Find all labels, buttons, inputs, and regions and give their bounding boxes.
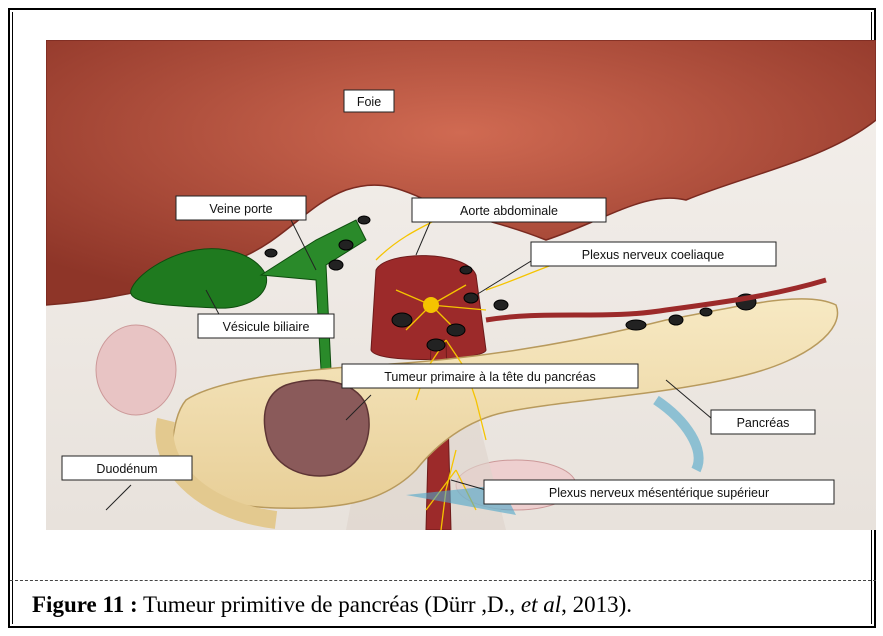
- svg-text:Aorte abdominale: Aorte abdominale: [460, 204, 558, 218]
- lymph-node: [358, 216, 370, 224]
- svg-text:Foie: Foie: [357, 95, 381, 109]
- label-duodenum: Duodénum: [62, 456, 192, 480]
- caption-text-end: , 2013).: [561, 592, 632, 617]
- tumor-shape: [264, 380, 369, 476]
- lymph-node: [700, 308, 712, 316]
- kidney-left-shape: [96, 325, 176, 415]
- lymph-node: [669, 315, 683, 325]
- lymph-node: [265, 249, 277, 257]
- label-aorte-abdominale: Aorte abdominale: [412, 198, 606, 222]
- caption-divider: [10, 580, 876, 581]
- label-foie: Foie: [344, 90, 394, 112]
- svg-text:Plexus nerveux coeliaque: Plexus nerveux coeliaque: [582, 248, 724, 262]
- label-plexus-coeliaque: Plexus nerveux coeliaque: [531, 242, 776, 266]
- svg-text:Plexus nerveux mésentérique su: Plexus nerveux mésentérique supérieur: [549, 486, 769, 500]
- caption-text: Tumeur primitive de pancréas (Dürr ,D.,: [138, 592, 521, 617]
- label-veine-porte: Veine porte: [176, 196, 306, 220]
- lymph-node: [427, 339, 445, 351]
- label-plexus-mesenterique: Plexus nerveux mésentérique supérieur: [484, 480, 834, 504]
- lymph-node: [329, 260, 343, 270]
- label-vesicule-biliaire: Vésicule biliaire: [198, 314, 334, 338]
- caption-prefix: Figure 11 :: [32, 592, 138, 617]
- figure-caption: Figure 11 : Tumeur primitive de pancréas…: [32, 592, 872, 618]
- svg-text:Vésicule biliaire: Vésicule biliaire: [223, 320, 310, 334]
- anatomy-illustration: Foie Veine porte Aorte abdominale Plexus…: [46, 40, 876, 530]
- svg-text:Veine porte: Veine porte: [209, 202, 272, 216]
- label-tumeur: Tumeur primaire à la tête du pancréas: [342, 364, 638, 388]
- lymph-node: [339, 240, 353, 250]
- caption-italic: et al: [521, 592, 561, 617]
- svg-text:Pancréas: Pancréas: [737, 416, 790, 430]
- lymph-node: [626, 320, 646, 330]
- lymph-node: [460, 266, 472, 274]
- label-pancreas: Pancréas: [711, 410, 815, 434]
- lymph-node: [392, 313, 412, 327]
- svg-text:Tumeur primaire à la tête du p: Tumeur primaire à la tête du pancréas: [384, 370, 595, 384]
- svg-text:Duodénum: Duodénum: [96, 462, 157, 476]
- celiac-plexus-node: [423, 297, 439, 313]
- lymph-node: [447, 324, 465, 336]
- lymph-node: [494, 300, 508, 310]
